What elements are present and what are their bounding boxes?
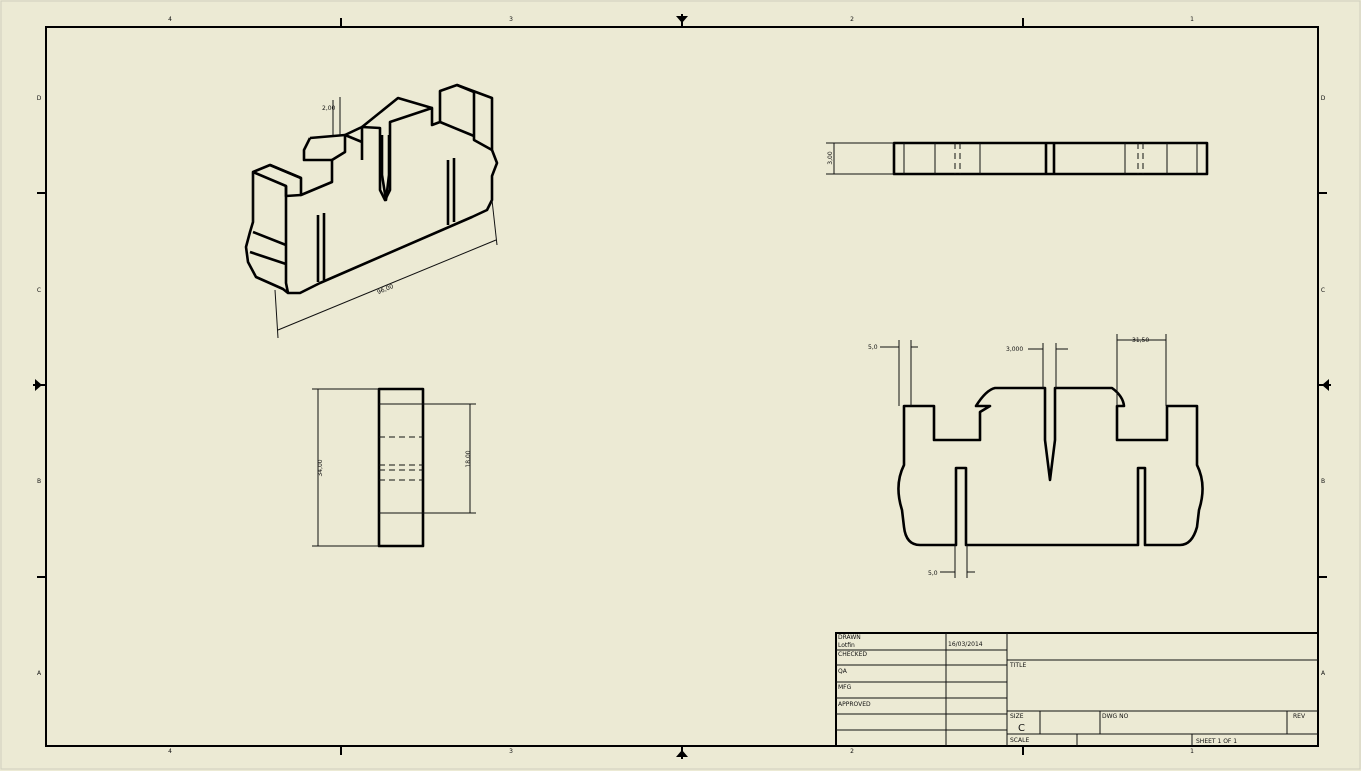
scale-label: SCALE xyxy=(1010,737,1029,744)
zone-bottom-3: 3 xyxy=(509,748,513,755)
size-value: C xyxy=(1018,723,1025,734)
front-slot-dimension: 3,000 xyxy=(1006,346,1023,353)
isometric-view: 96,00 2,00 xyxy=(244,83,499,339)
dwg-no-label: DWG NO xyxy=(1102,713,1129,720)
front-view: 5,0 3,000 31,50 5,0 xyxy=(868,334,1204,578)
zone-left-a: A xyxy=(37,670,42,677)
drawing-border xyxy=(45,26,1319,747)
zone-top-3: 3 xyxy=(509,16,513,23)
side-height-dimension: 34,00 xyxy=(317,459,324,476)
drawn-date: 16/03/2014 xyxy=(948,641,983,648)
zone-top-2: 2 xyxy=(850,16,854,23)
drawn-by: Lotfin xyxy=(838,642,855,649)
rev-label: REV xyxy=(1293,713,1306,720)
zone-bottom-4: 4 xyxy=(168,748,172,755)
zone-left-c: C xyxy=(37,287,41,294)
title-block: DRAWN Lotfin 16/03/2014 CHECKED QA MFG A… xyxy=(835,632,1319,747)
zone-right-b: B xyxy=(1321,478,1325,485)
side-inner-dimension: 18,00 xyxy=(465,450,472,467)
title-label: TITLE xyxy=(1009,662,1026,669)
top-thickness-dimension: 3,00 xyxy=(827,151,834,165)
zone-top-1: 1 xyxy=(1190,16,1194,23)
zone-right-d: D xyxy=(1321,95,1326,102)
qa-label: QA xyxy=(838,668,848,675)
drawn-label: DRAWN xyxy=(838,634,861,641)
zone-left-b: B xyxy=(37,478,41,485)
top-view: 3,00 xyxy=(826,141,1209,176)
size-label: SIZE xyxy=(1010,713,1024,720)
iso-length-dimension: 96,00 xyxy=(376,283,395,296)
sheet-text: SHEET 1 OF 1 xyxy=(1196,738,1237,745)
zone-left-d: D xyxy=(37,95,42,102)
mfg-label: MFG xyxy=(838,684,852,691)
zone-right-a: A xyxy=(1321,670,1326,677)
zone-bottom-2: 2 xyxy=(850,748,854,755)
zone-labels: 4 3 2 1 4 3 2 1 D C B A D C B A xyxy=(37,16,1326,755)
side-view: 34,00 18,00 xyxy=(312,387,476,548)
zone-top-4: 4 xyxy=(168,16,172,23)
zone-bottom-1: 1 xyxy=(1190,748,1194,755)
front-bottom-slot-dimension: 5,0 xyxy=(928,570,938,577)
checked-label: CHECKED xyxy=(838,651,867,658)
zone-right-c: C xyxy=(1321,287,1325,294)
front-left-wall-dimension: 5,0 xyxy=(868,344,878,351)
approved-label: APPROVED xyxy=(838,701,871,708)
center-arrows xyxy=(35,16,1329,757)
iso-slot-dimension: 2,00 xyxy=(322,105,336,112)
zone-ticks xyxy=(33,14,1331,759)
front-right-notch-dimension: 31,50 xyxy=(1132,337,1149,344)
